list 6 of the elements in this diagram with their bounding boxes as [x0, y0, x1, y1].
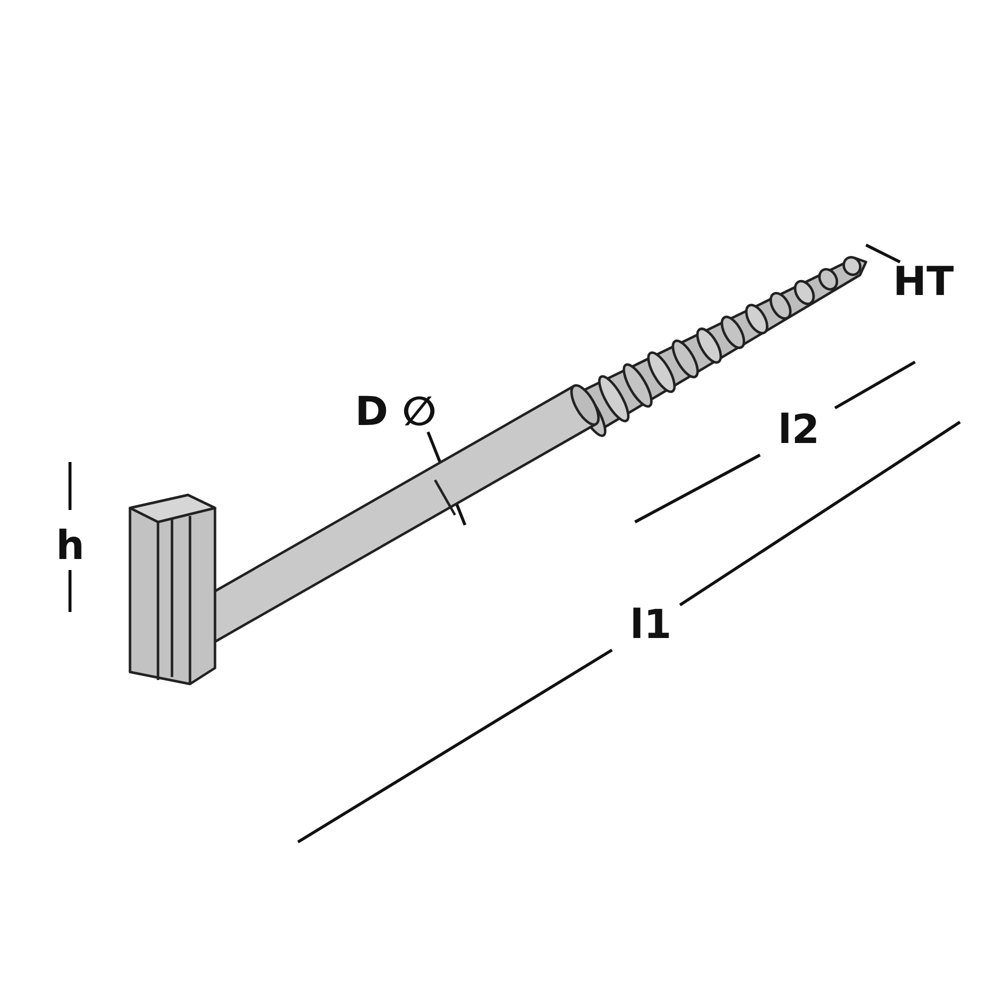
leader-line: [865, 244, 901, 264]
dimension-label: h: [56, 526, 84, 566]
dimension-label: l1: [630, 605, 672, 645]
dimension-label: D ∅: [355, 392, 436, 432]
callout-label: HT: [893, 262, 954, 302]
dimension-label: l2: [778, 410, 820, 450]
